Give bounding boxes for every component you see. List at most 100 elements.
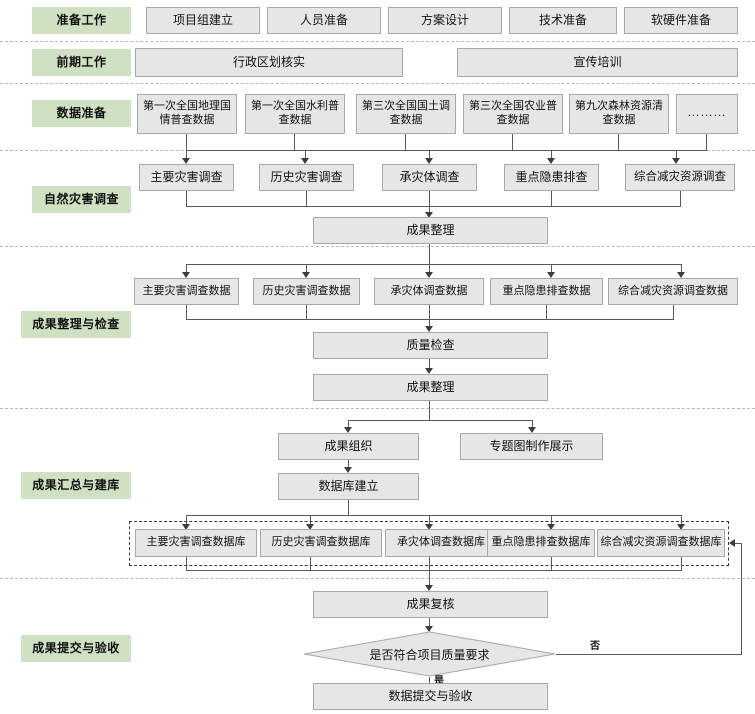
- node-personnel[interactable]: 人员准备: [267, 7, 381, 34]
- node-tech-prep[interactable]: 技术准备: [509, 7, 617, 34]
- connector-to-db-3: [551, 515, 552, 526]
- node-thematic-map[interactable]: 专题图制作展示: [460, 433, 603, 460]
- connector-review-to-decision: [429, 618, 430, 629]
- node-result-organize[interactable]: 成果组织: [278, 433, 419, 460]
- node-quality-check[interactable]: 质量检查: [313, 332, 548, 359]
- node-result-arrange-survey[interactable]: 成果整理: [313, 217, 548, 244]
- connector-db-merge-bus: [186, 570, 682, 571]
- node-admin-division-check[interactable]: 行政区划核实: [135, 48, 403, 77]
- connector-result-split-bus: [186, 264, 681, 265]
- connector-to-db-2: [429, 515, 430, 526]
- stage-label-text: 成果整理与检查: [32, 316, 120, 331]
- connector-db-down: [348, 500, 349, 516]
- arrowhead-survey-0: [182, 158, 190, 164]
- arrowhead-decision: [425, 626, 433, 632]
- node-label: 承灾体调查: [399, 170, 460, 184]
- connector-data-5-down: [706, 134, 707, 151]
- node-label: 项目组建立: [172, 13, 233, 27]
- arrowhead-result-arrange: [425, 368, 433, 374]
- node-hazard-bearing-db[interactable]: 承灾体调查数据库: [385, 529, 497, 557]
- node-label: 承灾体调查数据: [390, 284, 468, 297]
- connector-to-thematic: [532, 420, 533, 429]
- node-label: 主要灾害调查: [150, 170, 223, 184]
- stage-label-text: 准备工作: [56, 12, 107, 27]
- node-hazard-bearing-data[interactable]: 承灾体调查数据: [374, 278, 484, 305]
- connector-to-survey-2: [429, 150, 430, 160]
- node-forest-resource-data[interactable]: 第九次森林资源清查数据: [569, 94, 669, 134]
- node-mitigation-resource-db[interactable]: 综合减灾资源调查数据库: [597, 529, 725, 557]
- node-agri-census-data[interactable]: 第三次全国农业普查数据: [463, 94, 563, 134]
- node-key-risk-screening[interactable]: 重点隐患排查: [504, 164, 599, 191]
- node-plan-design[interactable]: 方案设计: [388, 7, 502, 34]
- node-label: 综合减灾资源调查: [634, 171, 726, 184]
- node-major-disaster-data[interactable]: 主要灾害调查数据: [134, 278, 239, 305]
- node-hw-sw-prep[interactable]: 软硬件准备: [624, 7, 738, 34]
- stage-label-text: 前期工作: [56, 54, 107, 69]
- connector-to-db-1: [310, 515, 311, 526]
- node-label: 第九次森林资源清查数据: [575, 100, 663, 126]
- arrowhead-db-3: [547, 524, 555, 530]
- node-label: 人员准备: [299, 13, 348, 27]
- decision-diamond[interactable]: 是否符合项目质量要求: [303, 631, 556, 677]
- arrowhead-survey-1: [301, 158, 309, 164]
- connector-survey-3-down: [551, 191, 552, 207]
- arrowhead-data-3: [547, 272, 555, 278]
- stage-label-prep: 准备工作: [32, 7, 131, 34]
- connector-no-right: [556, 654, 742, 655]
- node-label: 宣传培训: [573, 55, 622, 69]
- connector-data-bus: [186, 150, 707, 151]
- stage-separator-6: [0, 578, 755, 579]
- node-label: 综合减灾资源调查数据: [618, 284, 728, 297]
- arrowhead-survey-4: [672, 158, 680, 164]
- node-historic-disaster-survey[interactable]: 历史灾害调查: [259, 164, 354, 191]
- connector-organize-to-db: [348, 460, 349, 469]
- connector-data5-4-down: [673, 305, 674, 320]
- edge-label-no: 否: [590, 641, 600, 652]
- stage-label-organize: 成果整理与检查: [21, 311, 131, 338]
- node-major-disaster-survey[interactable]: 主要灾害调查: [139, 164, 234, 191]
- node-geo-census-data[interactable]: 第一次全国地理国情普查数据: [137, 94, 237, 134]
- stage-label-text: 自然灾害调查: [43, 191, 119, 206]
- node-historic-disaster-data[interactable]: 历史灾害调查数据: [253, 278, 360, 305]
- node-label: 承灾体调查数据库: [397, 536, 485, 549]
- connector-to-data-2: [429, 264, 430, 274]
- node-label: 历史灾害调查数据库: [271, 536, 371, 549]
- arrowhead-thematic: [528, 427, 536, 433]
- connector-to-data-0: [186, 264, 187, 274]
- node-label: 第一次全国水利普查数据: [251, 100, 339, 126]
- node-result-arrange-final[interactable]: 成果整理: [313, 374, 548, 401]
- node-major-disaster-db[interactable]: 主要灾害调查数据库: [135, 529, 257, 557]
- node-comprehensive-mitigation-survey[interactable]: 综合减灾资源调查: [625, 164, 735, 191]
- node-more-data[interactable]: ………: [676, 94, 738, 134]
- node-final-submission[interactable]: 数据提交与验收: [313, 683, 548, 710]
- node-water-census-data[interactable]: 第一次全国水利普查数据: [245, 94, 345, 134]
- node-result-review[interactable]: 成果复核: [313, 591, 548, 618]
- node-land-survey-data[interactable]: 第三次全国国土调查数据: [356, 94, 456, 134]
- connector-yes-down: [429, 677, 430, 686]
- node-mitigation-resource-data[interactable]: 综合减灾资源调查数据: [608, 278, 738, 305]
- stage-label-early: 前期工作: [32, 49, 131, 76]
- node-label: 主要灾害调查数据: [142, 284, 231, 297]
- node-label: 第一次全国地理国情普查数据: [143, 100, 231, 126]
- arrowhead-data-1: [302, 272, 310, 278]
- connector-to-survey-3: [551, 150, 552, 160]
- node-label: ………: [687, 105, 727, 119]
- connector-result-down: [429, 244, 430, 265]
- arrowhead-data-0: [182, 272, 190, 278]
- stage-label-submit: 成果提交与验收: [21, 635, 131, 662]
- node-key-risk-data[interactable]: 重点隐患排查数据: [490, 278, 603, 305]
- node-key-risk-db[interactable]: 重点隐患排查数据库: [487, 529, 595, 557]
- node-project-team[interactable]: 项目组建立: [146, 7, 260, 34]
- node-publicity-training[interactable]: 宣传培训: [457, 48, 738, 77]
- connector-survey-0-down: [186, 191, 187, 207]
- node-hazard-bearing-survey[interactable]: 承灾体调查: [382, 164, 477, 191]
- arrowhead-quality-check: [425, 326, 433, 332]
- node-label: 重点隐患排查数据库: [491, 536, 591, 549]
- connector-to-data-3: [551, 264, 552, 274]
- connector-to-db-0: [186, 515, 187, 526]
- node-db-build[interactable]: 数据库建立: [278, 473, 419, 500]
- decision-diamond-shape: [303, 631, 556, 677]
- node-label: 软硬件准备: [650, 13, 711, 27]
- connector-to-survey-4: [676, 150, 677, 160]
- node-historic-disaster-db[interactable]: 历史灾害调查数据库: [260, 529, 382, 557]
